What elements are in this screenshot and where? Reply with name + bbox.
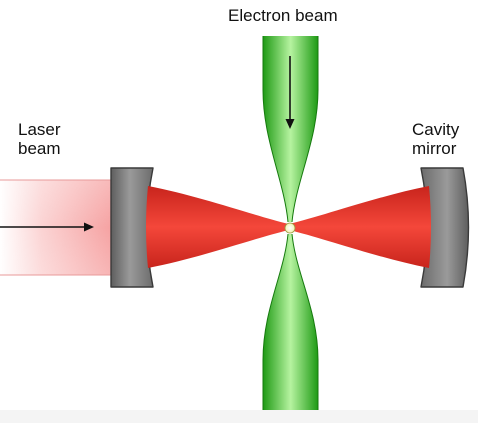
laser-beam-label-line-2: beam	[18, 139, 61, 158]
electron-beam-label: Electron beam	[228, 6, 338, 25]
electron-beam-outline-left	[262, 36, 289, 420]
electron-beam-label-text: Electron beam	[228, 6, 338, 25]
arrow-down-icon	[285, 56, 295, 129]
electron-beam-lower	[263, 234, 318, 420]
electron-beam-outline-right	[291, 36, 319, 420]
cavity-mirror-label: Cavity mirror	[412, 120, 459, 158]
bottom-strip	[0, 410, 478, 423]
laser-beam-label-line-1: Laser	[18, 120, 61, 139]
arrow-right-icon	[0, 222, 94, 232]
cavity-mirror-label-line-1: Cavity	[412, 120, 460, 139]
cavity-mirror-label-line-2: mirror	[412, 139, 457, 158]
interaction-point	[284, 222, 296, 234]
laser-beam-label: Laser beam	[18, 120, 61, 158]
electron-beam-upper	[263, 36, 318, 222]
